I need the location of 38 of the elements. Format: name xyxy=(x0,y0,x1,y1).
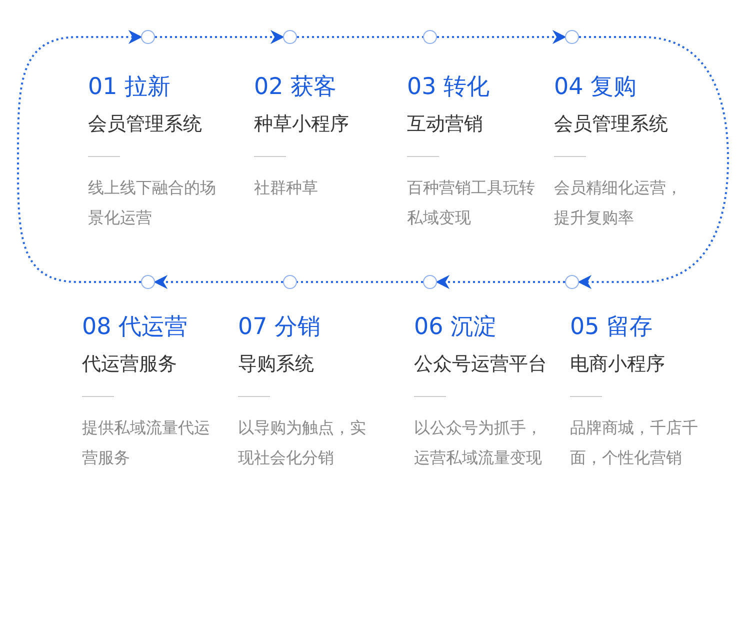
step-dot xyxy=(141,275,155,289)
step-dot xyxy=(283,275,297,289)
step-dot xyxy=(141,30,155,44)
arrow xyxy=(154,275,283,289)
step-description: 线上线下融合的场景化运营 xyxy=(88,177,217,229)
step-heading: 03 转化 xyxy=(407,73,490,102)
arrow xyxy=(17,30,142,283)
arrow xyxy=(578,36,729,289)
step-dot xyxy=(423,30,437,44)
step-dot xyxy=(283,30,297,44)
step-heading: 01 拉新 xyxy=(88,73,171,102)
step-title: 代运营服务 xyxy=(82,352,178,376)
step-description: 百种营销工具玩转私域变现 xyxy=(407,177,536,229)
step-heading: 04 复购 xyxy=(554,73,637,102)
step-title: 种草小程序 xyxy=(254,112,350,136)
step-description: 以公众号为抓手，运营私域流量变现 xyxy=(414,417,543,469)
arrow xyxy=(436,275,565,289)
arrow xyxy=(437,30,566,44)
step-title: 导购系统 xyxy=(238,352,315,376)
step-title: 互动营销 xyxy=(407,112,484,136)
step-description: 品牌商城，千店千面，个性化营销 xyxy=(570,417,699,469)
step-title: 公众号运营平台 xyxy=(414,352,548,376)
step-dot xyxy=(565,30,579,44)
step-heading: 08 代运营 xyxy=(82,313,188,342)
step-description: 会员精细化运营，提升复购率 xyxy=(554,177,683,229)
step-title: 电商小程序 xyxy=(570,352,666,376)
step-heading: 07 分销 xyxy=(238,313,321,342)
step-dot xyxy=(565,275,579,289)
step-title: 会员管理系统 xyxy=(554,112,669,136)
step-title: 会员管理系统 xyxy=(88,112,203,136)
step-description: 以导购为触点，实现社会化分销 xyxy=(238,417,367,469)
step-description: 提供私域流量代运营服务 xyxy=(82,417,211,469)
arrow xyxy=(155,30,284,44)
step-heading: 06 沉淀 xyxy=(414,313,497,342)
step-dot xyxy=(423,275,437,289)
step-heading: 02 获客 xyxy=(254,73,337,102)
step-heading: 05 留存 xyxy=(570,313,653,342)
step-description: 社群种草 xyxy=(254,177,319,199)
